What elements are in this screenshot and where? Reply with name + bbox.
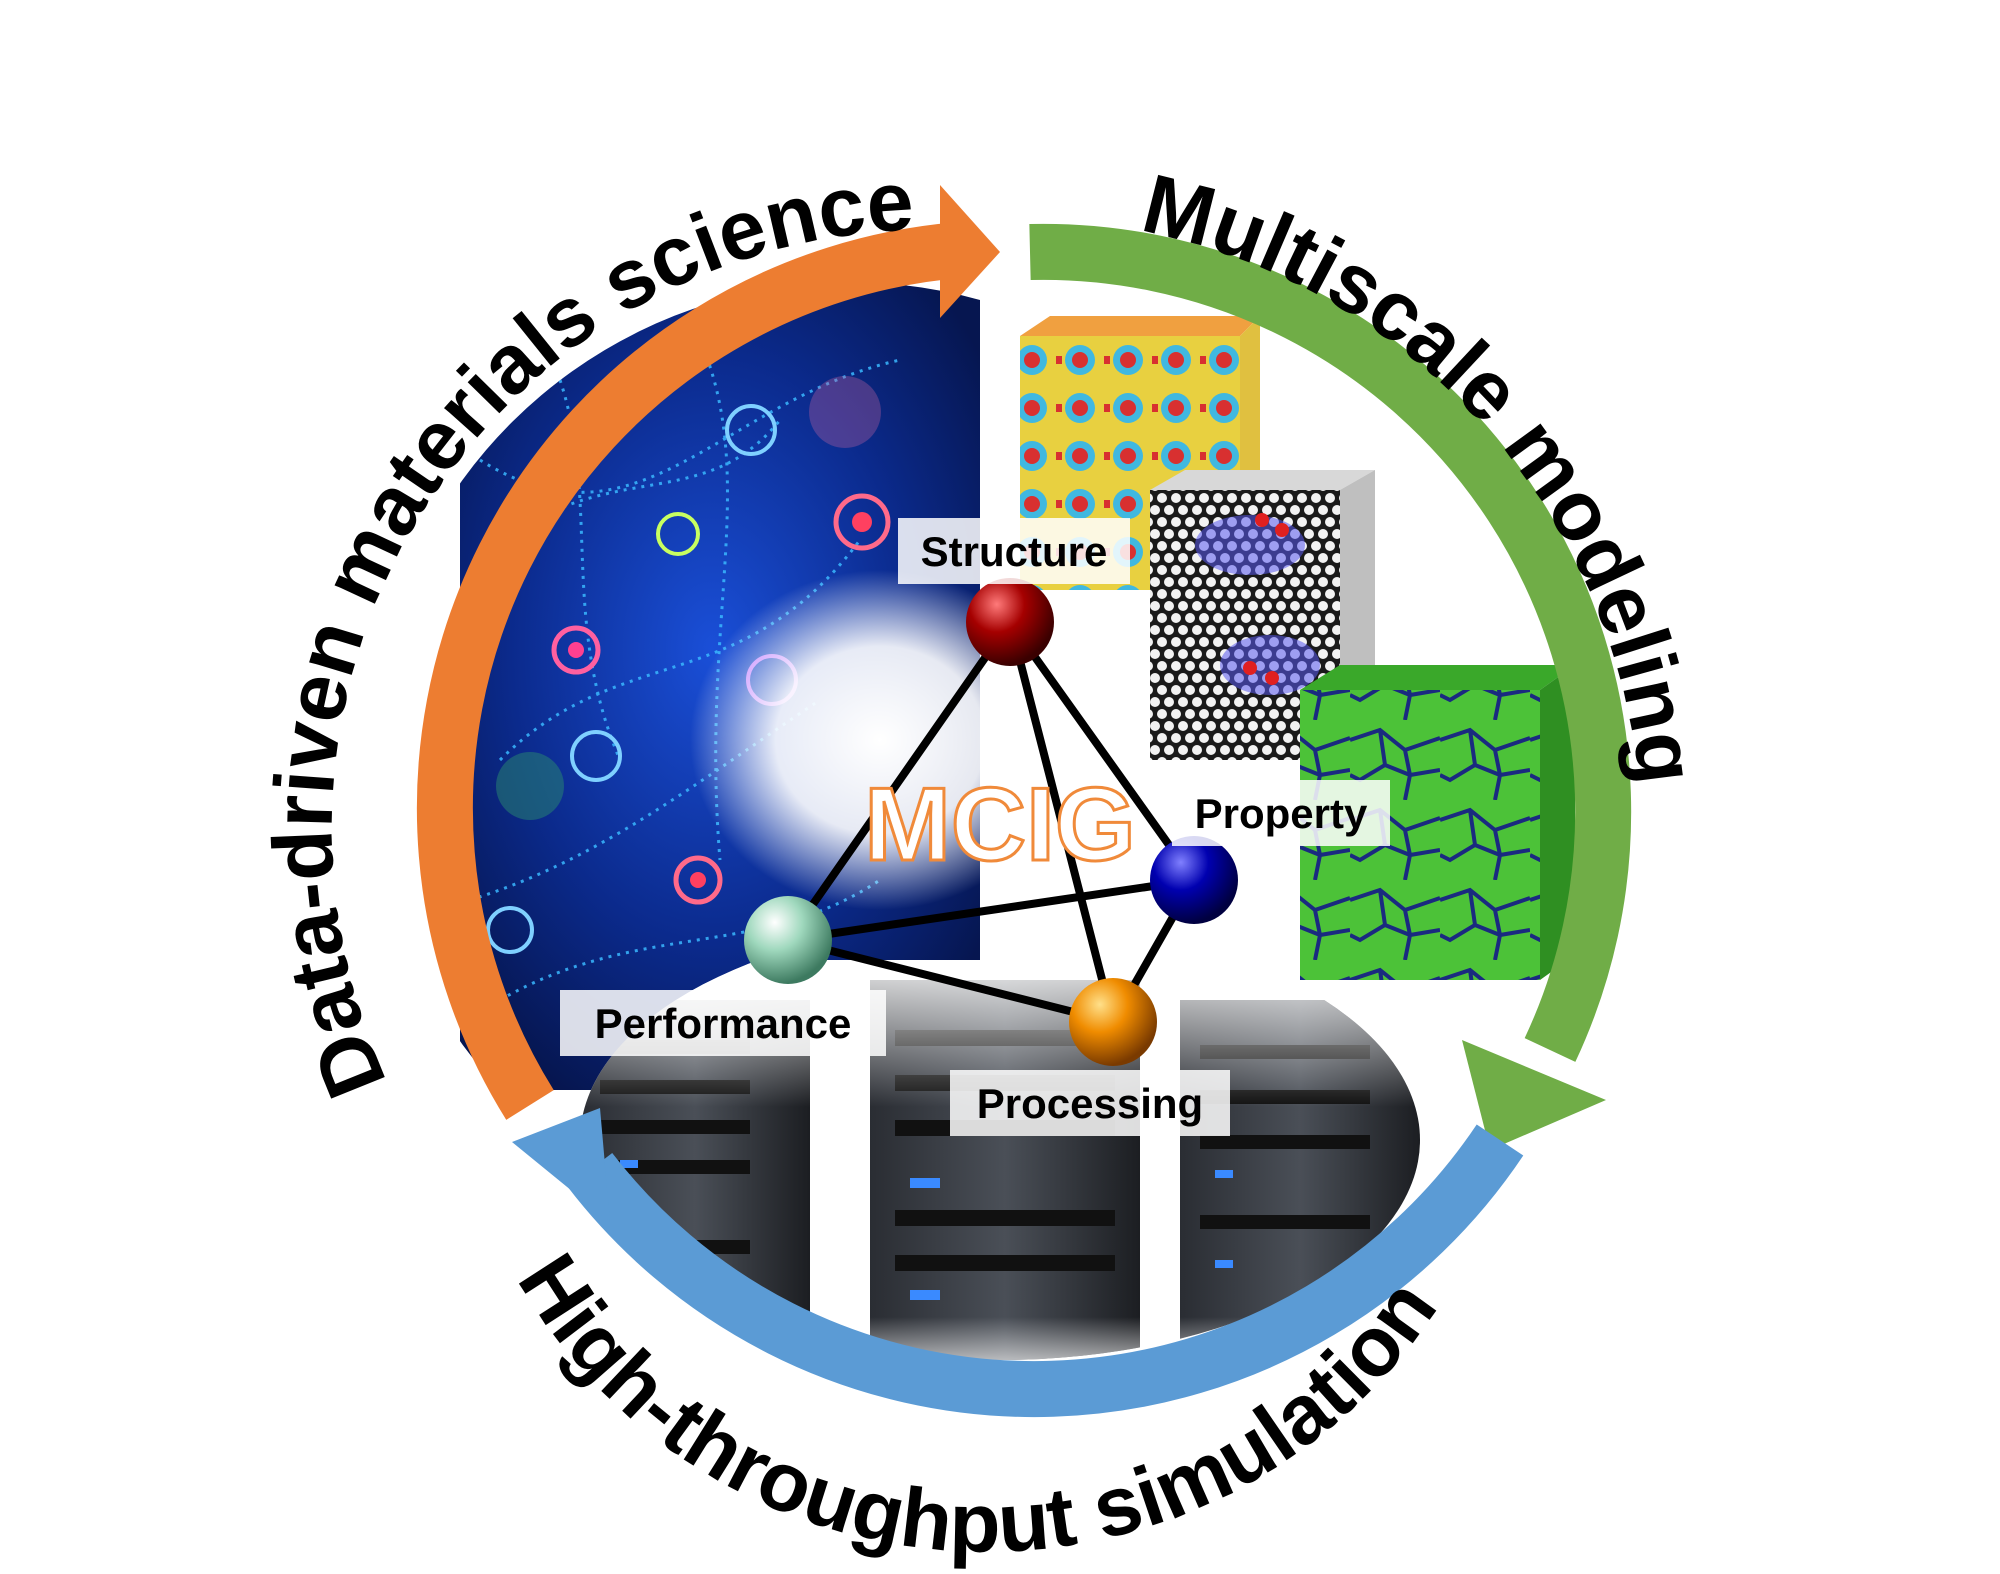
performance-label: Performance <box>560 990 886 1056</box>
performance-sphere <box>744 896 832 984</box>
processing-sphere <box>1069 978 1157 1066</box>
property-label: Property <box>1172 780 1390 846</box>
svg-text:Performance: Performance <box>595 1000 852 1047</box>
svg-text:Processing: Processing <box>977 1080 1203 1127</box>
center-glow <box>690 570 1070 910</box>
center-title: MCIG <box>864 767 1136 883</box>
svg-text:Property: Property <box>1195 790 1368 837</box>
blue-arrow <box>512 1108 1524 1418</box>
orange-arrow <box>416 185 1000 1120</box>
svg-text:Structure: Structure <box>921 528 1108 575</box>
green-arrow <box>1029 223 1632 1150</box>
structure-sphere <box>966 578 1054 666</box>
processing-label: Processing <box>950 1070 1230 1136</box>
structure-label: Structure <box>898 518 1130 584</box>
grain-microstructure <box>1300 665 1575 980</box>
property-sphere <box>1150 836 1238 924</box>
tetrahedron-edges <box>784 618 1198 1026</box>
